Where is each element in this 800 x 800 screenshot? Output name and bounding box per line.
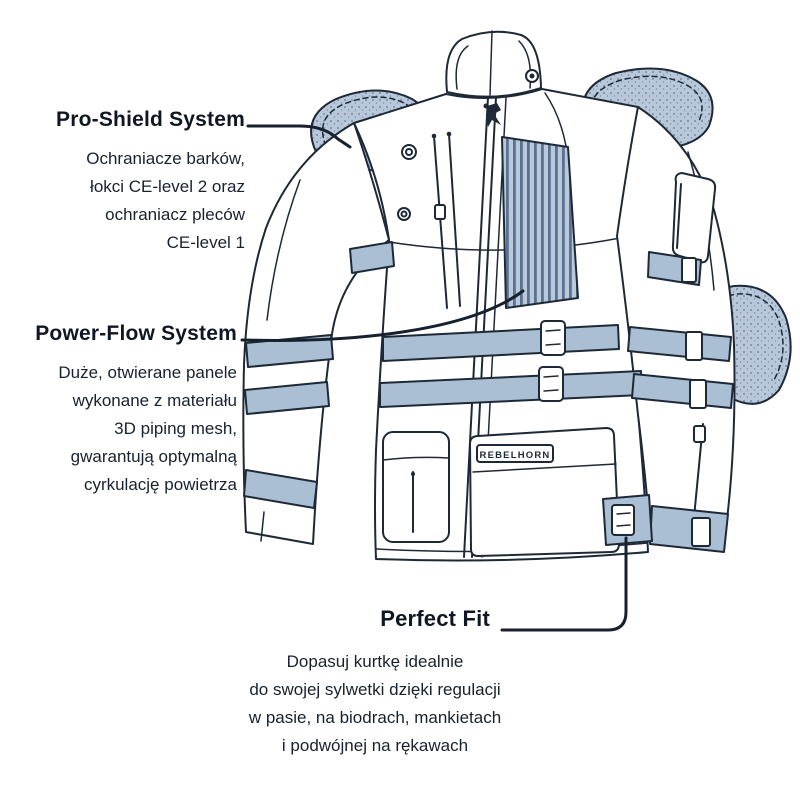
power-flow-title: Power-Flow System — [35, 322, 237, 345]
upper-arm-pocket-right — [671, 172, 717, 264]
callout-power-flow: Power-Flow System Duże, otwierane panele… — [2, 322, 237, 499]
callout-perfect-fit-description: Dopasuj kurtkę idealnie do swojej sylwet… — [222, 648, 528, 760]
chest-vent-zips — [431, 131, 461, 309]
left-hand-pocket — [382, 431, 450, 543]
right-cargo-pocket: REBELHORN — [469, 427, 620, 557]
upper-arm-strap-left — [349, 241, 395, 274]
hem-adjuster — [602, 494, 653, 546]
cuff-strap-left — [243, 469, 318, 509]
callout-perfect-fit-title: Perfect Fit — [250, 606, 490, 632]
callout-pro-shield: Pro-Shield System Ochraniacze barków, ło… — [10, 108, 245, 257]
power-flow-callout-line — [240, 289, 525, 342]
cuff-strap-right — [649, 505, 729, 553]
waist-strap-upper — [245, 320, 732, 368]
collar-snap-icon — [525, 69, 539, 83]
perfect-fit-callout-line — [500, 536, 628, 632]
chest-snap-icons — [397, 144, 417, 221]
pro-shield-title: Pro-Shield System — [56, 108, 245, 131]
perfect-fit-description: Dopasuj kurtkę idealnie do swojej sylwet… — [248, 652, 502, 755]
upper-arm-strap-right — [647, 251, 702, 286]
power-flow-description: Duże, otwierane panele wykonane z materi… — [58, 363, 237, 494]
waist-strap-lower — [244, 366, 734, 415]
perfect-fit-title: Perfect Fit — [380, 606, 490, 631]
brand-logo-icon — [486, 103, 501, 127]
pro-shield-description: Ochraniacze barków, łokci CE-level 2 ora… — [86, 149, 245, 252]
left-sleeve — [242, 122, 390, 545]
pro-shield-callout-line — [246, 124, 352, 149]
chest-mesh-panel — [501, 92, 579, 309]
collar — [445, 30, 542, 98]
brand-label-patch: REBELHORN — [476, 444, 554, 463]
brand-label-text: REBELHORN — [480, 450, 551, 461]
